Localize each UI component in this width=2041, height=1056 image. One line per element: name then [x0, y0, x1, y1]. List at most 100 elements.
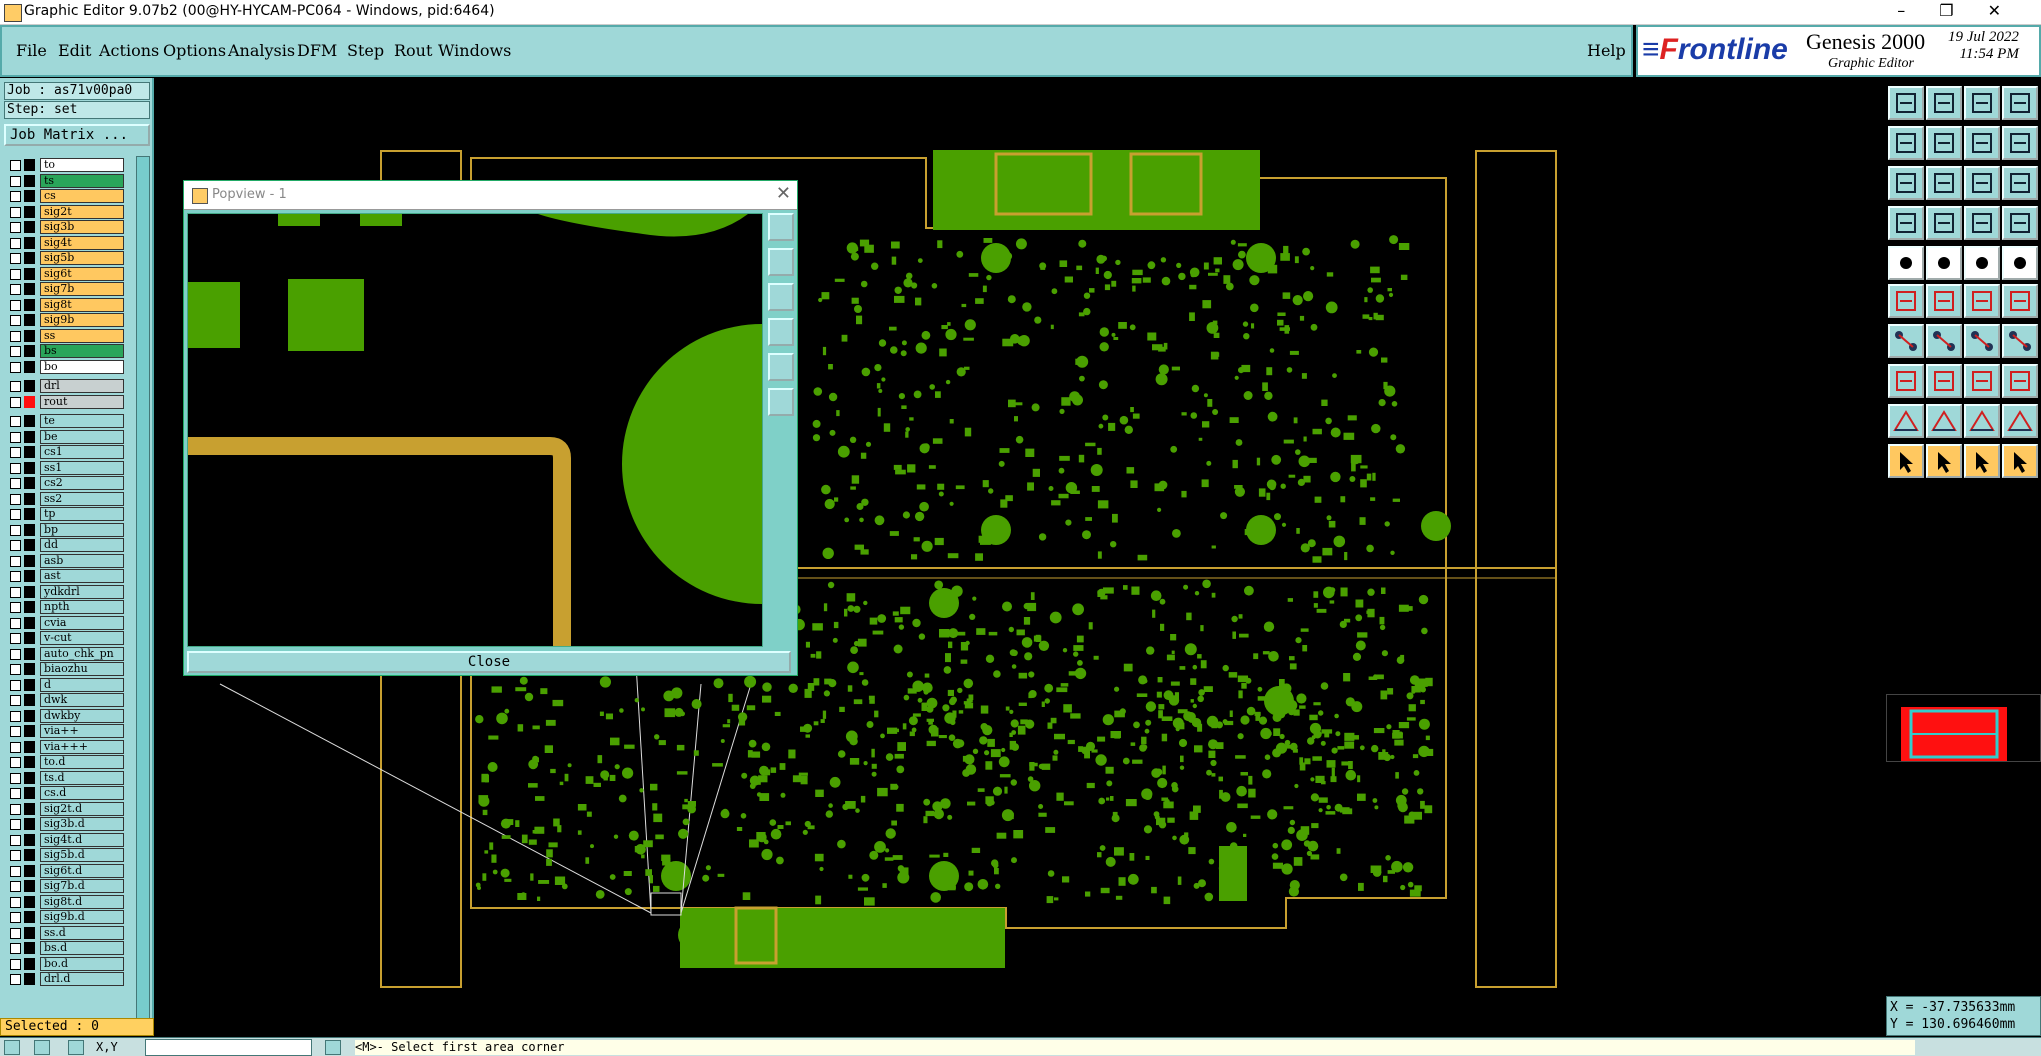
layer-name[interactable]: ydkdrl	[40, 584, 124, 599]
layer-checkbox[interactable]	[10, 571, 21, 582]
layer-row[interactable]: sig7b.d	[4, 879, 124, 894]
layer-name[interactable]: sig4t	[40, 235, 124, 250]
layer-name[interactable]: auto_chk_pn	[40, 646, 124, 661]
menu-step[interactable]: Step	[347, 41, 385, 60]
layer-color-swatch[interactable]	[24, 283, 35, 295]
popview-titlebar[interactable]: Popview - 1 ✕	[184, 181, 797, 210]
layer-checkbox[interactable]	[10, 741, 21, 753]
layer-color-swatch[interactable]	[24, 461, 35, 474]
layer-checkbox[interactable]	[10, 834, 21, 846]
layer-color-swatch[interactable]	[24, 380, 35, 392]
layer-row[interactable]: asb	[4, 553, 124, 569]
layer-checkbox[interactable]	[10, 330, 21, 342]
layer-checkbox[interactable]	[10, 679, 21, 691]
popview-zoom-page-icon[interactable]	[768, 213, 794, 241]
triangle-filled-icon[interactable]	[1964, 404, 2000, 438]
layer-checkbox[interactable]	[10, 710, 21, 722]
layer-name[interactable]: asb	[40, 553, 124, 568]
layer-color-swatch[interactable]	[24, 221, 35, 233]
scale-icon[interactable]	[1964, 166, 2000, 200]
layer-color-swatch[interactable]	[24, 345, 35, 357]
layer-row[interactable]: sig8t	[4, 297, 124, 313]
menu-actions[interactable]: Actions	[99, 41, 160, 60]
pointer-select-icon[interactable]	[1964, 444, 2000, 478]
layer-name[interactable]: ss2	[40, 491, 124, 506]
popview-zoom-down-icon[interactable]	[768, 283, 794, 311]
line-icon[interactable]	[1926, 206, 1962, 240]
layer-row[interactable]: drl	[4, 379, 124, 394]
layer-row[interactable]: d	[4, 677, 124, 693]
layer-color-swatch[interactable]	[24, 663, 35, 675]
layer-checkbox[interactable]	[10, 361, 21, 373]
popview-zoom-center-icon[interactable]	[768, 388, 794, 416]
layer-checkbox[interactable]	[10, 315, 21, 326]
layer-row[interactable]: ts.d	[4, 770, 124, 786]
layer-checkbox[interactable]	[10, 772, 21, 784]
layer-name[interactable]: via+++	[40, 739, 124, 754]
layer-color-swatch[interactable]	[24, 492, 35, 505]
layer-checkbox[interactable]	[10, 175, 21, 187]
zoom-fit-icon[interactable]	[1888, 166, 1924, 200]
layer-color-swatch[interactable]	[24, 585, 35, 598]
save-icon[interactable]	[1926, 86, 1962, 120]
status-button-2[interactable]	[34, 1040, 50, 1055]
layer-row[interactable]: sig9b	[4, 313, 124, 328]
pointer-red-icon[interactable]	[1926, 444, 1962, 478]
layer-name[interactable]: ss1	[40, 460, 124, 475]
layer-name[interactable]: v-cut	[40, 631, 124, 645]
pointer-icon[interactable]	[1888, 444, 1924, 478]
layer-name[interactable]: drl	[40, 379, 124, 393]
rotate-arc-icon[interactable]	[1964, 324, 2000, 358]
layer-color-swatch[interactable]	[24, 360, 35, 373]
layer-checkbox[interactable]	[10, 617, 21, 629]
net-icon[interactable]	[2002, 284, 2038, 318]
layer-row[interactable]: be	[4, 429, 124, 445]
layer-up-icon[interactable]	[1964, 206, 2000, 240]
command-input[interactable]	[145, 1039, 312, 1056]
layer-color-swatch[interactable]	[24, 864, 35, 877]
layer-checkbox[interactable]	[10, 160, 21, 171]
popview-zoom-up-icon[interactable]	[768, 248, 794, 276]
layer-color-swatch[interactable]	[24, 740, 35, 753]
layer-name[interactable]: sig5b	[40, 251, 124, 265]
layer-color-swatch[interactable]	[24, 267, 35, 280]
layer-name[interactable]: via++	[40, 724, 124, 738]
pattern-icon[interactable]	[2002, 364, 2038, 398]
layer-color-swatch[interactable]	[24, 818, 35, 830]
cross-icon[interactable]	[1926, 284, 1962, 318]
menu-windows[interactable]: Windows	[438, 41, 512, 60]
layer-color-swatch[interactable]	[24, 632, 35, 644]
layer-name[interactable]: tp	[40, 507, 124, 521]
copy-right-icon[interactable]	[1926, 126, 1962, 160]
layer-row[interactable]: drl.d	[4, 972, 124, 987]
layer-checkbox[interactable]	[10, 586, 21, 598]
node-icon[interactable]	[1964, 284, 2000, 318]
circle-icon[interactable]	[2002, 246, 2038, 280]
layer-checkbox[interactable]	[10, 850, 21, 861]
layer-color-swatch[interactable]	[24, 430, 35, 443]
layer-checkbox[interactable]	[10, 927, 21, 939]
close-icon[interactable]: ✕	[775, 183, 791, 204]
layer-row[interactable]: ss.d	[4, 925, 124, 941]
popview-zoom-fit-icon[interactable]	[768, 353, 794, 381]
layer-checkbox[interactable]	[10, 540, 21, 551]
layer-checkbox[interactable]	[10, 478, 21, 489]
status-button-4[interactable]	[325, 1040, 341, 1055]
layer-row[interactable]: sig4t	[4, 235, 124, 251]
layer-row[interactable]: dwkby	[4, 708, 124, 724]
line-diag-icon[interactable]	[1926, 324, 1962, 358]
layer-checkbox[interactable]	[10, 462, 21, 474]
layer-checkbox[interactable]	[10, 396, 21, 408]
layer-checkbox[interactable]	[10, 881, 21, 892]
layer-row[interactable]: dd	[4, 538, 124, 553]
layer-name[interactable]: te	[40, 414, 124, 428]
layer-name[interactable]: bp	[40, 522, 124, 537]
layer-row[interactable]: ss2	[4, 491, 124, 507]
help-icon[interactable]	[2002, 166, 2038, 200]
layer-row[interactable]: cvia	[4, 615, 124, 631]
layer-checkbox[interactable]	[10, 788, 21, 799]
popview-close-button[interactable]: Close	[187, 651, 791, 673]
layer-name[interactable]: sig5b.d	[40, 848, 124, 862]
layer-name[interactable]: sig8t	[40, 297, 124, 312]
layer-checkbox[interactable]	[10, 284, 21, 295]
